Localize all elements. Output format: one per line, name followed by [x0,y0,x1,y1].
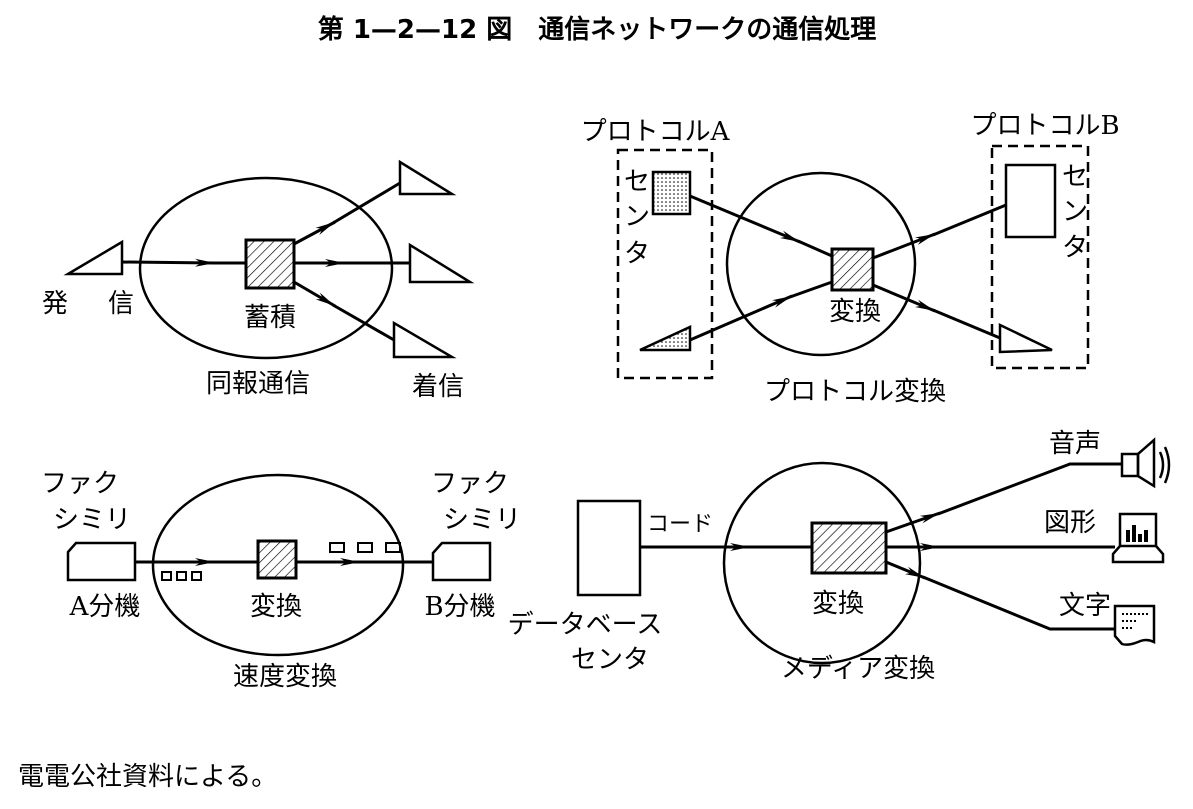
store-node [244,238,296,290]
database-label-2: センタ [571,645,649,675]
terminal-a [639,325,692,352]
extension-a-label: A分機 [69,592,141,622]
protocol-a-label: プロトコルA [581,117,731,147]
convert-label: 変換 [829,297,881,327]
center-a-char: ン [624,202,650,232]
flow-arrow [689,194,801,244]
fax-a-icon [66,541,137,582]
speed-caption: 速度変換 [233,662,337,692]
convert-node [256,539,298,580]
receiver-terminal [398,159,457,196]
sender-label-1: 発 [42,289,68,319]
protocol-b-label: プロトコルB [970,111,1119,141]
store-label: 蓄積 [244,303,296,333]
receiver-label: 着信 [412,372,464,402]
flow-line [797,239,833,258]
terminal-b [998,323,1053,354]
slow-data-packets [161,571,202,581]
source-note: 電電公社資料による。 [18,762,277,792]
figure-title: 第 1—2—12 図 通信ネットワークの通信処理 [318,14,876,45]
center-a-node [651,170,692,216]
text-label: 文字 [1059,591,1111,621]
graphics-label: 図形 [1044,508,1096,538]
flow-line [332,181,401,225]
convert-label: 変換 [250,592,302,622]
flow-line [932,203,1007,237]
flow-arrow [885,560,926,580]
center-a-char: セ [624,167,650,197]
flow-arrow [293,220,336,246]
flow-arrow [293,280,336,308]
extension-b-label: B分機 [424,592,495,622]
voice-line [937,462,1122,516]
code-label: コード [647,512,713,537]
center-b-char: タ [1062,233,1088,263]
speed-panel: ファク シミリ ファク シミリ A分機 変換 B分機 速度変換 [41,469,521,692]
center-b-char: ン [1062,197,1088,227]
flow-line [789,280,833,299]
graphics-terminal-icon [1111,512,1165,564]
receiver-terminal [408,242,475,284]
broadcast-panel: 発 信 蓄積 同報通信 着信 [42,159,475,402]
database-center-node [576,499,642,597]
fax-left-label-2: シミリ [53,505,131,535]
fast-data-packets [329,542,401,553]
center-b-char: セ [1062,162,1088,192]
flow-arrow [121,258,216,267]
receiver-terminal [392,320,457,359]
protocol-b-box [990,144,1090,370]
convert-node [830,247,875,292]
fax-right-label-2: シミリ [443,505,521,535]
fax-right-label-1: ファク [431,469,509,499]
center-a-char: タ [624,239,650,269]
flow-arrow [885,511,941,534]
network-ellipse [151,473,405,657]
center-b-node [1004,163,1057,239]
sender-label-2: 信 [108,289,134,319]
flow-line [932,308,1001,340]
network-ellipse [725,171,917,357]
broadcast-caption: 同報通信 [206,369,310,399]
flow-arrow [872,232,936,260]
speaker-icon [1120,437,1171,489]
flow-line [332,303,395,342]
flow-arrow [872,283,936,313]
media-caption: メディア変換 [781,654,935,684]
convert-node [810,521,888,575]
protocol-a-box [616,148,714,380]
voice-label: 音声 [1049,429,1101,459]
protocol-caption: プロトコル変換 [764,377,946,407]
convert-label: 変換 [812,589,864,619]
text-line [922,575,1115,631]
fax-left-label-1: ファク [41,469,119,499]
sender-terminal [63,239,124,276]
flow-arrow [689,294,793,342]
text-printer-icon [1113,604,1156,646]
network-ellipse [722,461,922,665]
database-label-1: データベース [508,610,663,640]
fax-b-icon [431,541,492,582]
media-panel: コード 音声 図形 文字 変換 データベー [508,429,1171,684]
protocol-panel: プロトコルA プロトコルB セ ン タ セ ン タ 変換 プロトコル変換 [581,111,1120,407]
network-ellipse [138,176,394,360]
